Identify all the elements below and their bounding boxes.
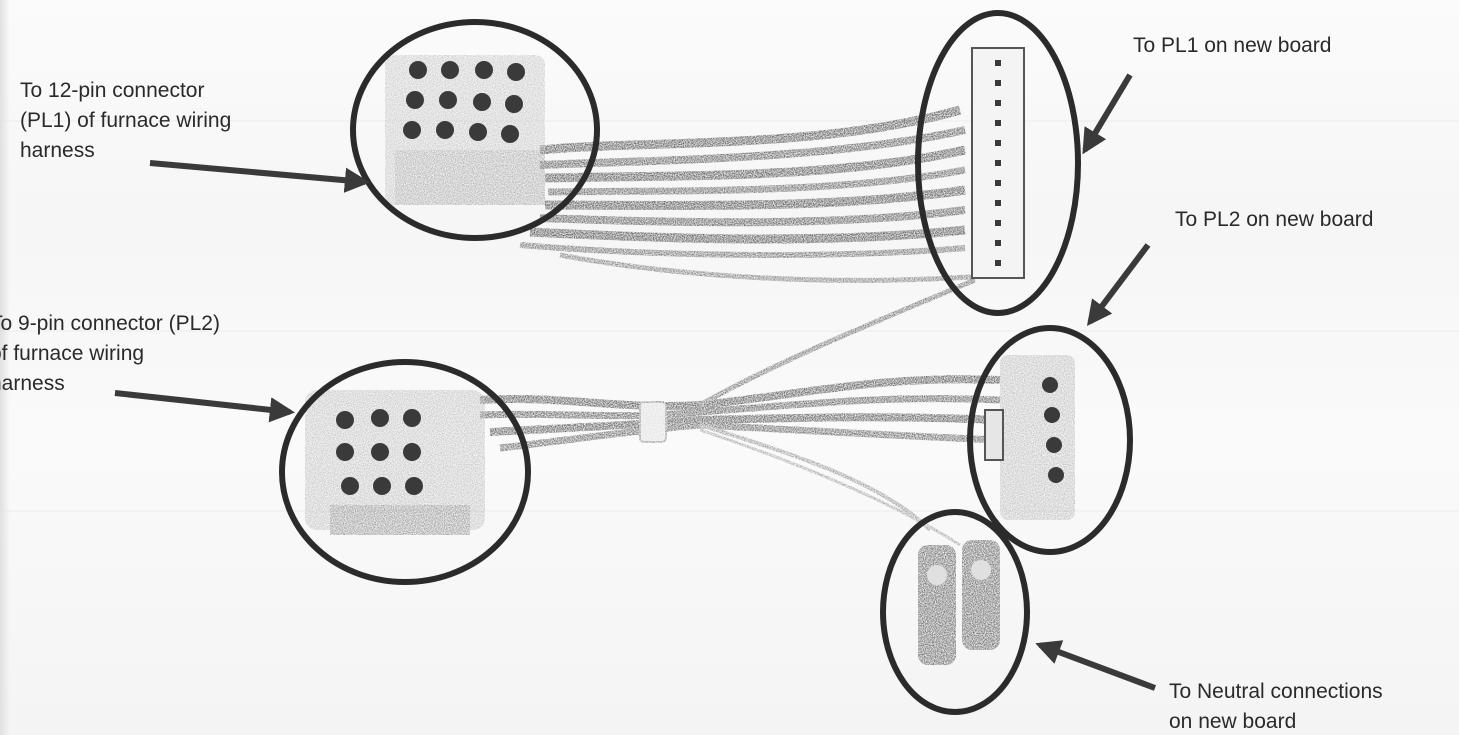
pl2-board-label: To PL2 on new board bbox=[1175, 205, 1373, 235]
arrow-icon bbox=[1040, 645, 1155, 688]
label-line: (PL1) of furnace wiring bbox=[20, 106, 231, 136]
label-line: harness bbox=[20, 136, 231, 166]
neutral-board-label: To Neutral connections on new board bbox=[1169, 677, 1383, 735]
pl2-wire-bundle bbox=[480, 280, 1000, 545]
pl1-harness-label: To 12-pin connector (PL1) of furnace wir… bbox=[20, 76, 231, 166]
arrow-icon bbox=[1085, 75, 1130, 150]
label-line: To 9-pin connector (PL2) bbox=[0, 309, 220, 339]
cable-tie-icon bbox=[640, 402, 666, 442]
pl1-harness-connector-icon bbox=[353, 22, 597, 238]
label-line: harness bbox=[0, 369, 220, 399]
pl2-harness-label: To 9-pin connector (PL2) of furnace wiri… bbox=[0, 309, 220, 399]
pl1-board-connector-icon bbox=[918, 13, 1078, 313]
pl2-board-connector-icon bbox=[970, 328, 1130, 552]
label-line: of furnace wiring bbox=[0, 339, 220, 369]
label-line: on new board bbox=[1169, 707, 1383, 735]
pl1-board-label: To PL1 on new board bbox=[1133, 31, 1331, 61]
label-line: To Neutral connections bbox=[1169, 677, 1383, 707]
pl2-harness-connector-icon bbox=[282, 362, 528, 582]
pl1-wire-bundle bbox=[520, 110, 1000, 280]
arrow-icon bbox=[1090, 245, 1148, 322]
label-line: To 12-pin connector bbox=[20, 76, 231, 106]
label-line: To PL2 on new board bbox=[1175, 205, 1373, 235]
label-line: To PL1 on new board bbox=[1133, 31, 1331, 61]
